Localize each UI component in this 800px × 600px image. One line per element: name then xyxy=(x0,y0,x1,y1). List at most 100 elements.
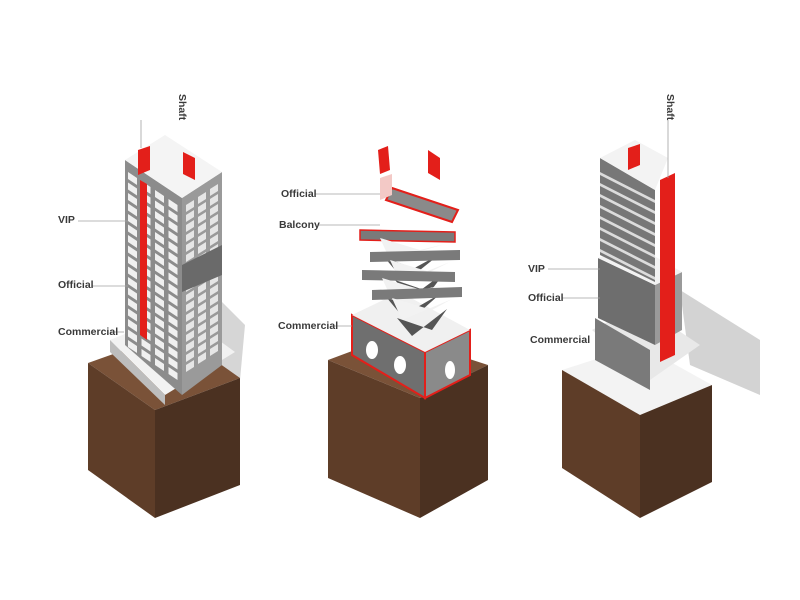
left-side-window xyxy=(210,194,218,206)
right-shaft-core xyxy=(660,173,675,362)
left-side-window xyxy=(186,340,194,352)
left-side-window xyxy=(186,360,194,372)
right-soil-side xyxy=(640,385,712,518)
left-side-window xyxy=(198,322,206,334)
left-side-window xyxy=(198,352,206,364)
left-side-window xyxy=(198,242,206,254)
left-side-window xyxy=(186,310,194,322)
left-side-window xyxy=(210,284,218,296)
left-side-window xyxy=(210,294,218,306)
left-side-window xyxy=(210,314,218,326)
right-floor-line xyxy=(600,183,655,214)
left-window xyxy=(168,293,178,307)
middle-balcony-shadow xyxy=(397,309,447,336)
middle-balcony-slab xyxy=(372,287,462,300)
left-tower-notch xyxy=(182,245,222,292)
left-side-window xyxy=(198,282,206,294)
middle-soil-side xyxy=(420,365,488,518)
left-vip-label: VIP xyxy=(58,214,75,226)
left-window xyxy=(155,211,164,224)
left-side-window xyxy=(198,232,206,244)
left-side-window xyxy=(186,320,194,332)
left-soil-side xyxy=(155,378,240,518)
right-shaft-top xyxy=(628,144,640,170)
left-window xyxy=(155,358,164,371)
right-floor-line xyxy=(600,194,655,225)
left-window xyxy=(155,232,164,245)
left-window xyxy=(168,262,178,275)
left-window xyxy=(168,209,178,223)
left-shaft-strip xyxy=(140,180,147,340)
left-window xyxy=(168,241,178,254)
left-window xyxy=(128,329,137,343)
left-side-window xyxy=(198,202,206,214)
left-window xyxy=(168,335,178,349)
left-window xyxy=(155,284,164,298)
left-window xyxy=(155,221,164,235)
left-side-window xyxy=(186,300,194,312)
middle-tower-group xyxy=(328,146,488,518)
left-window xyxy=(128,340,137,353)
left-plinth-front xyxy=(110,340,165,405)
left-window xyxy=(128,266,137,280)
left-side-window xyxy=(198,222,206,234)
middle-shaft-block-2 xyxy=(428,150,440,180)
left-side-window xyxy=(198,342,206,354)
left-window xyxy=(168,283,178,296)
middle-commercial-label: Commercial xyxy=(278,320,339,332)
left-window xyxy=(168,230,178,244)
right-floor-line xyxy=(600,227,655,258)
left-side-window xyxy=(210,334,218,346)
leader-lines xyxy=(78,120,669,333)
left-tower-front xyxy=(125,160,182,395)
left-window xyxy=(128,214,137,227)
left-side-window xyxy=(198,332,206,344)
left-window xyxy=(155,305,164,319)
right-soil-front xyxy=(562,370,640,518)
left-side-window xyxy=(186,330,194,342)
right-floor-line xyxy=(600,238,655,269)
left-side-window xyxy=(210,214,218,226)
left-side-window xyxy=(198,212,206,224)
left-window xyxy=(155,263,164,277)
left-side-window xyxy=(186,220,194,232)
right-tower-shadow xyxy=(680,290,760,395)
left-window xyxy=(168,304,178,317)
left-side-window xyxy=(210,234,218,246)
right-commercial-label: Commercial xyxy=(530,334,591,346)
right-floor-line xyxy=(600,205,655,236)
left-window xyxy=(168,346,178,359)
left-side-window xyxy=(198,302,206,314)
left-window xyxy=(128,224,137,238)
left-side-window xyxy=(210,184,218,196)
left-window xyxy=(128,277,137,290)
left-side-window xyxy=(210,344,218,356)
left-window xyxy=(155,337,164,350)
left-side-window xyxy=(210,304,218,316)
right-floor-line xyxy=(600,172,655,203)
left-window xyxy=(141,338,151,352)
left-shaft-block-1 xyxy=(138,146,150,175)
left-side-window xyxy=(198,292,206,304)
right-tower-group xyxy=(562,140,760,518)
middle-balcony-slab-top xyxy=(392,298,452,320)
middle-base-arch-3 xyxy=(445,361,455,379)
left-side-window xyxy=(186,290,194,302)
left-shaft-label: Shaft xyxy=(176,94,188,121)
middle-balcony-slab xyxy=(370,250,460,262)
left-window xyxy=(141,349,151,362)
left-window xyxy=(128,256,137,269)
left-side-window xyxy=(210,224,218,236)
left-side-window xyxy=(186,230,194,242)
left-window xyxy=(155,253,164,266)
left-window xyxy=(155,347,164,361)
left-window xyxy=(155,242,164,256)
left-window xyxy=(128,319,137,332)
right-floor-line xyxy=(600,216,655,247)
left-window xyxy=(128,182,137,196)
left-shaft-block-2 xyxy=(183,152,195,180)
left-window xyxy=(128,287,137,301)
left-side-window xyxy=(186,240,194,252)
